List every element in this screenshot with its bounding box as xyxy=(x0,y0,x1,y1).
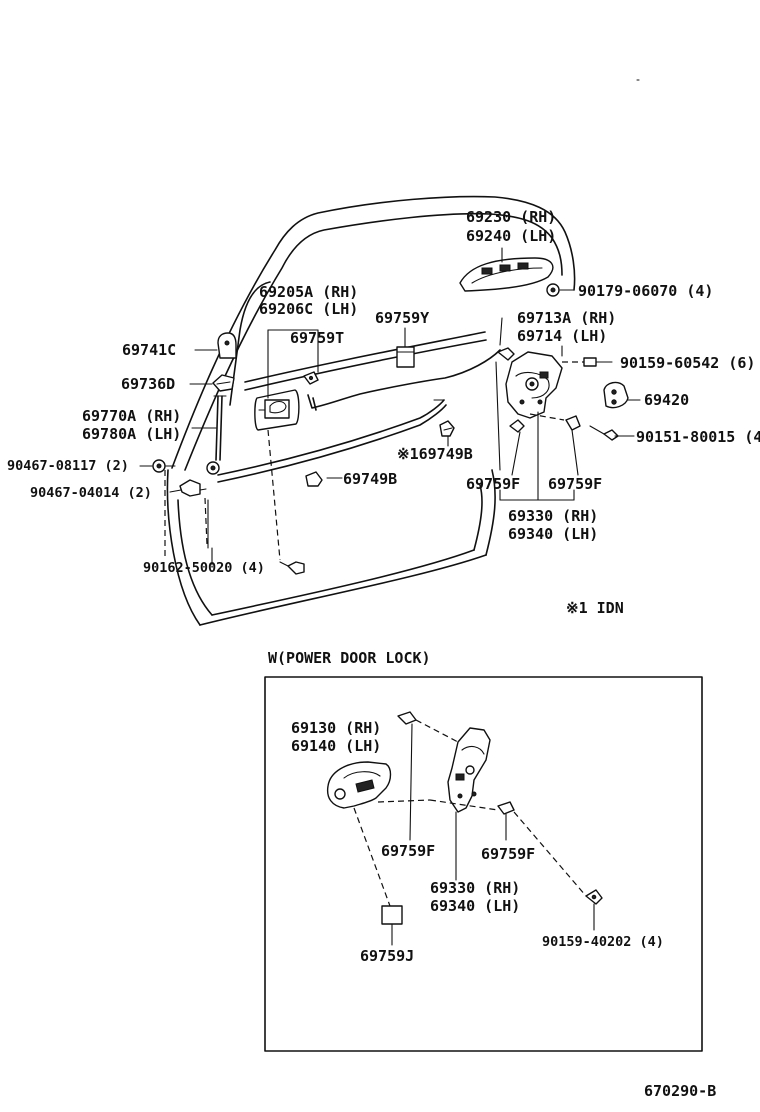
label-90159-60542: 90159-60542 (6) xyxy=(620,354,756,372)
screw-90151 xyxy=(603,429,635,441)
label-69240-lh: 69240 (LH) xyxy=(466,227,557,245)
inset-grommet-69759j xyxy=(381,905,403,925)
inset-box xyxy=(264,676,703,1052)
inset-label-69759f-a: 69759F xyxy=(381,842,436,860)
label-69736d: 69736D xyxy=(121,375,176,393)
label-69780a-lh: 69780A (LH) xyxy=(82,425,182,443)
grommet-69759y xyxy=(396,346,415,368)
label-69770a-rh: 69770A (RH) xyxy=(82,407,182,425)
inset-clip-69759f-b xyxy=(497,801,515,815)
label-69420: 69420 xyxy=(644,391,690,409)
inset-label-90159-40202: 90159-40202 (4) xyxy=(542,934,664,950)
striker-69420 xyxy=(603,381,641,409)
label-69340-lh: 69340 (LH) xyxy=(508,525,599,543)
label-69206c-lh: 69206C (LH) xyxy=(259,300,359,318)
inset-label-69759j: 69759J xyxy=(360,947,415,965)
clip-69759f-main-a xyxy=(509,419,525,433)
label-169749b: ※169749B xyxy=(397,445,473,463)
label-69230-rh: 69230 (RH) xyxy=(466,208,557,226)
label-69741c: 69741C xyxy=(122,341,177,359)
label-69759y: 69759Y xyxy=(375,309,430,327)
label-69330-rh: 69330 (RH) xyxy=(508,507,599,525)
label-90179: 90179-06070 (4) xyxy=(578,282,714,300)
label-90467-08117: 90467-08117 (2) xyxy=(7,458,129,474)
dashed-leaders-main xyxy=(164,413,565,561)
clip-69749b xyxy=(305,471,323,487)
door-lock-assembly xyxy=(497,347,563,419)
inset-actuator xyxy=(326,761,392,809)
bushing-69736d xyxy=(212,374,235,392)
inset-label-69140-lh: 69140 (LH) xyxy=(291,737,382,755)
label-69759f-b: 69759F xyxy=(548,475,603,493)
label-69759f-a: 69759F xyxy=(466,475,521,493)
inset-door-lock xyxy=(447,727,491,813)
inset-title: W(POWER DOOR LOCK) xyxy=(268,649,431,667)
clip-69759f-main-b xyxy=(565,415,581,431)
clip-69759t xyxy=(303,371,319,385)
label-90162-50020: 90162-50020 (4) xyxy=(143,560,265,576)
lock-rod-69770a xyxy=(206,395,227,475)
label-69713a-rh: 69713A (RH) xyxy=(517,309,617,327)
inset-label-69759f-b: 69759F xyxy=(481,845,536,863)
inset-label-69130-rh: 69130 (RH) xyxy=(291,719,382,737)
note-idn: ※1 IDN xyxy=(566,599,624,617)
clip-169749b xyxy=(439,420,455,437)
inset-screw-90159-40202 xyxy=(585,889,603,931)
label-69749b: 69749B xyxy=(343,470,398,488)
inset-leaders xyxy=(353,719,587,946)
label-90151-80015: 90151-80015 (4) xyxy=(636,428,760,446)
label-90467-04014: 90467-04014 (2) xyxy=(30,485,152,501)
figure-code: 670290-B xyxy=(644,1082,717,1100)
inset-clip-69759f-a xyxy=(397,711,417,725)
label-69205a-rh: 69205A (RH) xyxy=(259,283,359,301)
lock-knob-69741c xyxy=(217,332,237,359)
outside-handle xyxy=(459,247,554,292)
label-69759t: 69759T xyxy=(290,329,345,347)
inset-label-69340-lh: 69340 (LH) xyxy=(430,897,521,915)
inside-handle xyxy=(254,389,300,431)
screw-90162 xyxy=(279,561,305,575)
screw-90179 xyxy=(546,283,574,297)
leader-lines xyxy=(139,317,629,566)
inset-label-69330-rh: 69330 (RH) xyxy=(430,879,521,897)
label-69714-lh: 69714 (LH) xyxy=(517,327,608,345)
clip-90467-04014 xyxy=(179,479,207,497)
lock-rods xyxy=(217,349,501,483)
screw-90159-60542 xyxy=(562,357,613,367)
clip-90467-08117 xyxy=(152,459,176,473)
